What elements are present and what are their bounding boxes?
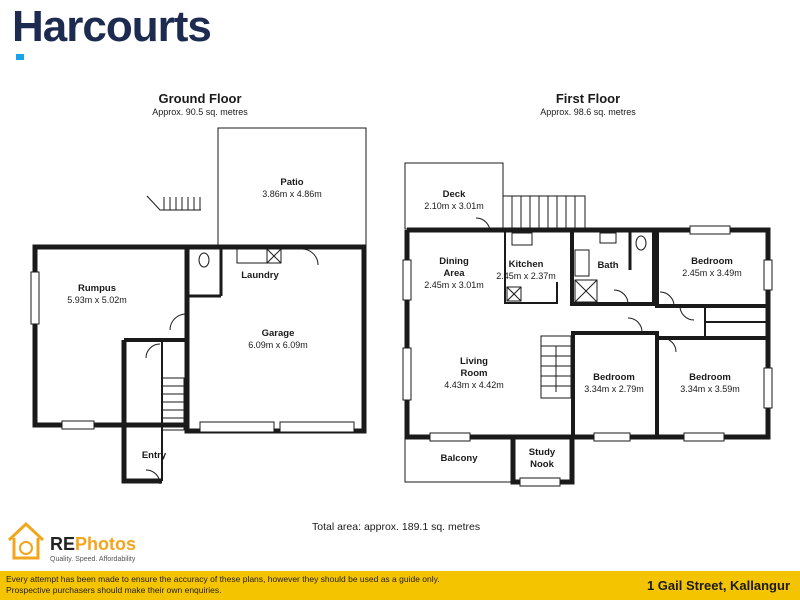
first-floor-area: Approx. 98.6 sq. metres xyxy=(540,107,636,117)
rephotos-logo xyxy=(7,521,45,560)
entry-stairs xyxy=(161,377,185,431)
first-floor-plan xyxy=(402,162,773,487)
room-name-rumpus: Rumpus xyxy=(78,283,116,294)
footer-bar: Every attempt has been made to ensure th… xyxy=(0,571,800,600)
ground-floor-title: Ground Floor xyxy=(158,91,242,106)
room-dims-bedroom-2: 3.34m x 2.79m xyxy=(584,384,644,394)
room-name-patio: Patio xyxy=(280,177,303,188)
camera-lens-icon xyxy=(19,541,33,555)
room-dims-patio: 3.86m x 4.86m xyxy=(262,189,322,199)
ground-stairs-small xyxy=(146,195,201,211)
logo-accent-mark xyxy=(16,54,24,60)
room-name-entry: Entry xyxy=(142,450,167,461)
room-dims-kitchen: 2.45m x 2.37m xyxy=(496,271,556,281)
deck-stairs xyxy=(502,195,586,229)
rephotos-name: REPhotos xyxy=(50,534,137,554)
room-dims-dining: 2.45m x 3.01m xyxy=(424,280,484,290)
ground-floor-labels: Patio 3.86m x 4.86m Rumpus 5.93m x 5.02m… xyxy=(67,177,322,461)
room-dims-garage: 6.09m x 6.09m xyxy=(248,340,308,350)
ground-floor-plan xyxy=(30,127,367,485)
bedroom-1-walls xyxy=(655,230,768,308)
first-floor-stairs xyxy=(540,335,572,399)
room-name-bedroom-1: Bedroom xyxy=(691,256,733,267)
bedroom-2-walls xyxy=(571,331,659,437)
entry-walls xyxy=(121,340,162,484)
room-dims-bedroom-3: 3.34m x 3.59m xyxy=(680,384,740,394)
rephotos-tagline: Quality. Speed. Affordability xyxy=(50,556,136,563)
ground-floor-area: Approx. 90.5 sq. metres xyxy=(152,107,248,117)
total-area: Total area: approx. 189.1 sq. metres xyxy=(312,521,481,533)
house-icon xyxy=(7,521,45,560)
room-name-dining-line2: Area xyxy=(443,268,465,279)
room-name-study-line2: Nook xyxy=(530,459,554,470)
rumpus-walls xyxy=(32,244,190,428)
property-address: 1 Gail Street, Kallangur xyxy=(646,578,790,593)
garage-door-1 xyxy=(199,421,275,433)
first-floor-labels: Deck 2.10m x 3.01m Dining Area 2.45m x 3… xyxy=(424,189,742,470)
harcourts-logo: Harcourts xyxy=(12,2,212,51)
room-name-living-line2: Room xyxy=(461,368,488,379)
disclaimer-text: Every attempt has been made to ensure th… xyxy=(6,574,440,595)
laundry-tub xyxy=(236,248,268,264)
room-dims-deck: 2.10m x 3.01m xyxy=(424,201,484,211)
room-name-bath: Bath xyxy=(597,260,618,271)
kitchen-bench xyxy=(504,230,558,304)
room-name-living-line1: Living xyxy=(460,356,488,367)
room-name-laundry: Laundry xyxy=(241,270,279,281)
ground-toilet xyxy=(198,252,210,268)
patio-outline xyxy=(217,127,367,249)
room-name-bedroom-2: Bedroom xyxy=(593,372,635,383)
first-floor-title: First Floor xyxy=(555,91,621,106)
room-name-balcony: Balcony xyxy=(441,453,479,464)
room-name-deck: Deck xyxy=(443,189,466,200)
room-name-study-line1: Study xyxy=(529,447,556,458)
room-dims-rumpus: 5.93m x 5.02m xyxy=(67,295,127,305)
room-name-kitchen: Kitchen xyxy=(509,259,544,270)
room-name-garage: Garage xyxy=(262,328,295,339)
garage-door-2 xyxy=(279,421,355,433)
room-dims-living: 4.43m x 4.42m xyxy=(444,380,504,390)
room-name-dining-line1: Dining xyxy=(439,256,469,267)
room-name-bedroom-3: Bedroom xyxy=(689,372,731,383)
room-dims-bedroom-1: 2.45m x 3.49m xyxy=(682,268,742,278)
bath-walls xyxy=(570,228,656,306)
